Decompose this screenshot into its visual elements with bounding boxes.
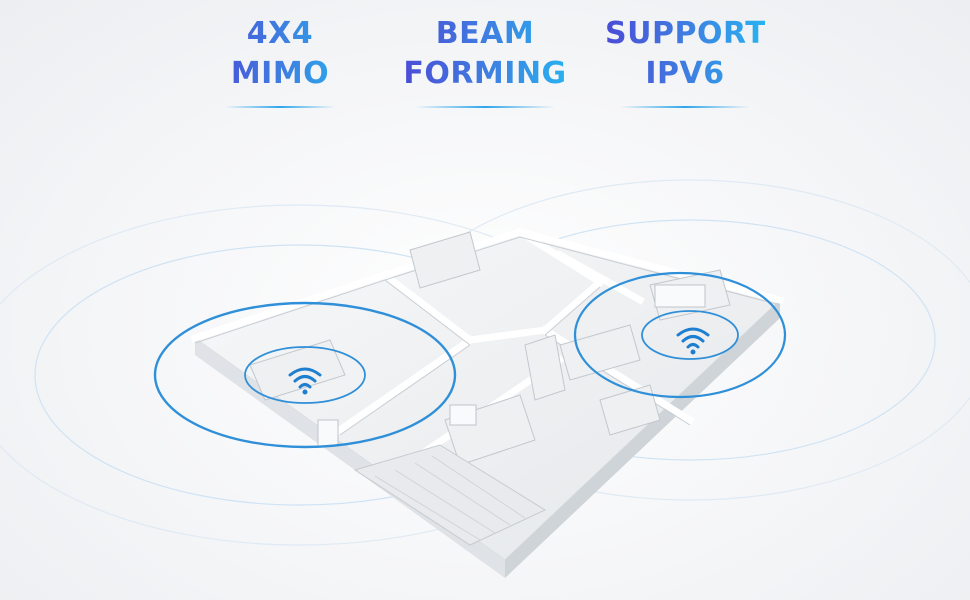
feature-4x4-mimo: 4X4 MIMO — [205, 14, 355, 108]
feature-title-line2: IPV6 — [605, 54, 765, 94]
feature-support-ipv6: SUPPORT IPV6 — [605, 14, 766, 108]
feature-title-line1: 4X4 — [205, 14, 355, 54]
feature-title-line1: SUPPORT — [605, 14, 766, 54]
feature-title-line2: FORMING — [400, 54, 570, 94]
wifi-icon — [288, 367, 322, 395]
feature-underline — [415, 106, 555, 108]
signal-rings-left — [153, 301, 457, 449]
feature-title-line1: BEAM — [400, 14, 570, 54]
feature-underline — [225, 106, 335, 108]
apartment-floorplan — [190, 227, 785, 578]
feature-header: 4X4 MIMO BEAM FORMING SUPPORT IPV6 — [0, 0, 970, 120]
wifi-icon — [676, 327, 710, 355]
feature-title-line2: MIMO — [205, 54, 355, 94]
signal-rings-right — [573, 271, 787, 399]
feature-underline — [620, 106, 750, 108]
feature-beam-forming: BEAM FORMING — [400, 14, 570, 108]
